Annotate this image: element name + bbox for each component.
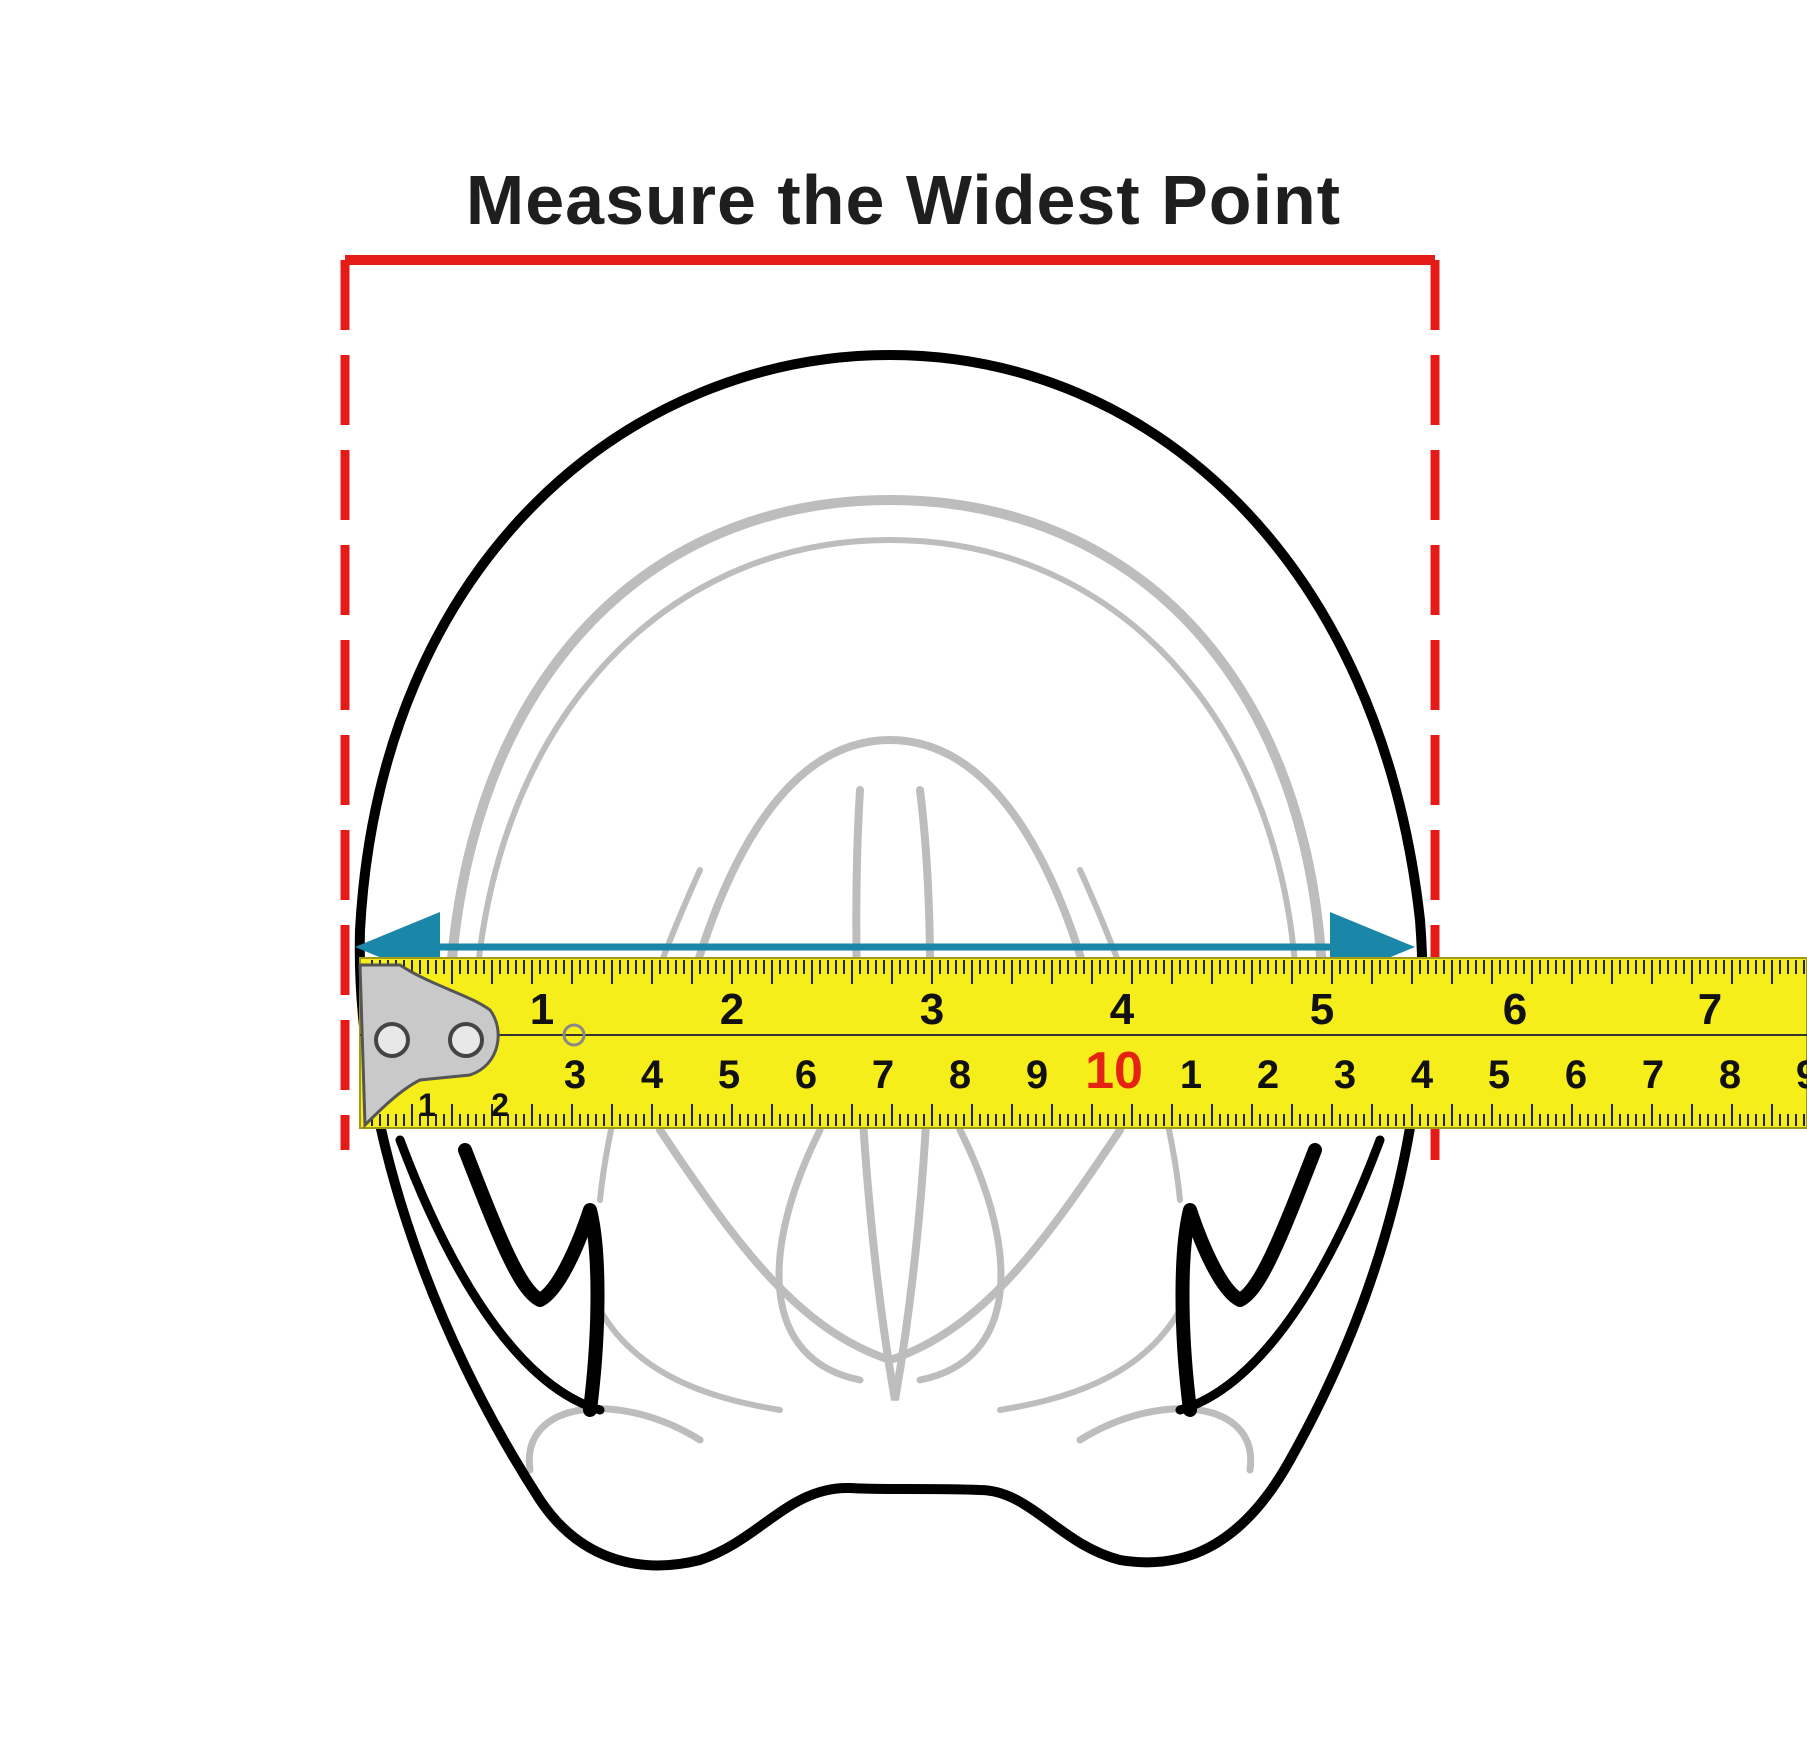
tape-labels: 1 2 3 4 5 6 7 1 2 3 4 5 6 7 8 9 10 1 2 3 4 5 6 7 8 9 (418, 985, 1807, 1123)
tape-bottom-number: 6 (1565, 1053, 1587, 1097)
heel-left-sketch (597, 1307, 783, 1413)
tape-bottom-number: 5 (1488, 1053, 1510, 1097)
bulb-left (525, 1405, 704, 1474)
tape-bottom-number: 9 (1796, 1053, 1807, 1097)
tape-hook-icon (358, 963, 586, 1129)
sole-inner-rim-2 (471, 536, 1301, 1083)
tape-top-number: 6 (1503, 985, 1527, 1034)
sole-inner-rim (443, 494, 1329, 1095)
measuring-tape: 1 2 3 4 5 6 7 1 2 3 4 5 6 7 8 9 10 1 2 3 4 5 6 7 8 9 (358, 957, 1807, 1129)
hoof-wall-outline (354, 350, 1428, 1571)
frog-left-ridge (775, 1126, 864, 1384)
tape-hook-rivet-left (374, 1022, 410, 1058)
tape-hook-rivet-right (448, 1022, 484, 1058)
tape-bottom-number: 2 (1257, 1053, 1279, 1097)
tape-bottom-first-number: 1 (418, 1087, 436, 1123)
tape-top-number: 2 (720, 985, 744, 1034)
tape-bottom-number: 3 (564, 1053, 586, 1097)
white-line-right (1175, 1135, 1385, 1415)
tape-top-number: 5 (1310, 985, 1334, 1034)
measurement-bracket (340, 255, 1440, 1160)
tape-bottom-number: 9 (1026, 1053, 1048, 1097)
tape-bottom-number: 3 (1334, 1053, 1356, 1097)
bulb-right (1076, 1405, 1255, 1474)
tape-top-number: 4 (1110, 985, 1135, 1034)
tape-bottom-number: 4 (1411, 1053, 1434, 1097)
tape-bottom-number: 4 (641, 1053, 664, 1097)
heel-bar-left (458, 1143, 605, 1417)
tape-top-number: 7 (1698, 985, 1722, 1034)
tape-bottom-first-number: 2 (491, 1087, 509, 1123)
tape-bottom-number: 1 (1180, 1053, 1202, 1097)
tape-bottom-number: 7 (872, 1053, 894, 1097)
tape-top-number: 3 (920, 985, 944, 1034)
diagram-title: Measure the Widest Point (465, 161, 1342, 239)
tape-bottom-number: 8 (949, 1053, 971, 1097)
tape-small-hole (562, 1023, 586, 1047)
white-line-left (395, 1135, 605, 1415)
tape-highlight-number: 10 (1085, 1042, 1143, 1100)
tape-bottom-number: 7 (1642, 1053, 1664, 1097)
tape-bottom-number: 5 (718, 1053, 740, 1097)
tape-top-number: 1 (530, 985, 554, 1034)
tape-body (359, 957, 1807, 1129)
tape-hook-plate (358, 963, 500, 1129)
hoof-outline-icon (354, 350, 1428, 1571)
tape-bottom-number: 8 (1719, 1053, 1741, 1097)
tape-ticks (371, 960, 1805, 1126)
heel-bar-right (1175, 1143, 1322, 1417)
tape-bottom-number: 6 (795, 1053, 817, 1097)
frog-right-ridge (916, 1126, 1005, 1384)
heel-right-sketch (997, 1307, 1183, 1413)
